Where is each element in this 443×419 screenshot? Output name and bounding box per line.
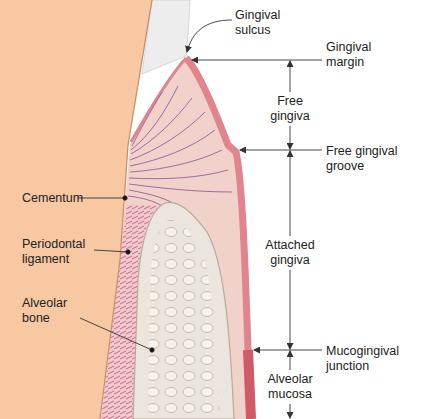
part-label: Attached gingiva (258, 236, 322, 270)
trabecular-bone (148, 219, 220, 419)
alveolar-bone (133, 202, 234, 419)
part-label: Cementum (22, 191, 83, 206)
part-label: Alveolar mucosa (262, 370, 318, 404)
cementum-surface (100, 0, 152, 419)
part-label: Free gingival groove (326, 144, 426, 174)
part-label: Mucogingival junction (326, 344, 426, 374)
dimension-lines (192, 60, 322, 418)
mucosa-epithelium (248, 350, 251, 419)
tooth-root (0, 0, 152, 419)
part-label: Gingival margin (326, 40, 396, 70)
part-label: Gingival sulcus (235, 8, 295, 38)
part-label: Free gingiva (262, 92, 318, 126)
sulcus-leader (187, 20, 232, 52)
gingival-fibers (128, 86, 232, 210)
leader-lines (78, 196, 154, 352)
part-label: Alveolar bone (22, 296, 82, 326)
part-label: Periodontal ligament (22, 237, 97, 267)
